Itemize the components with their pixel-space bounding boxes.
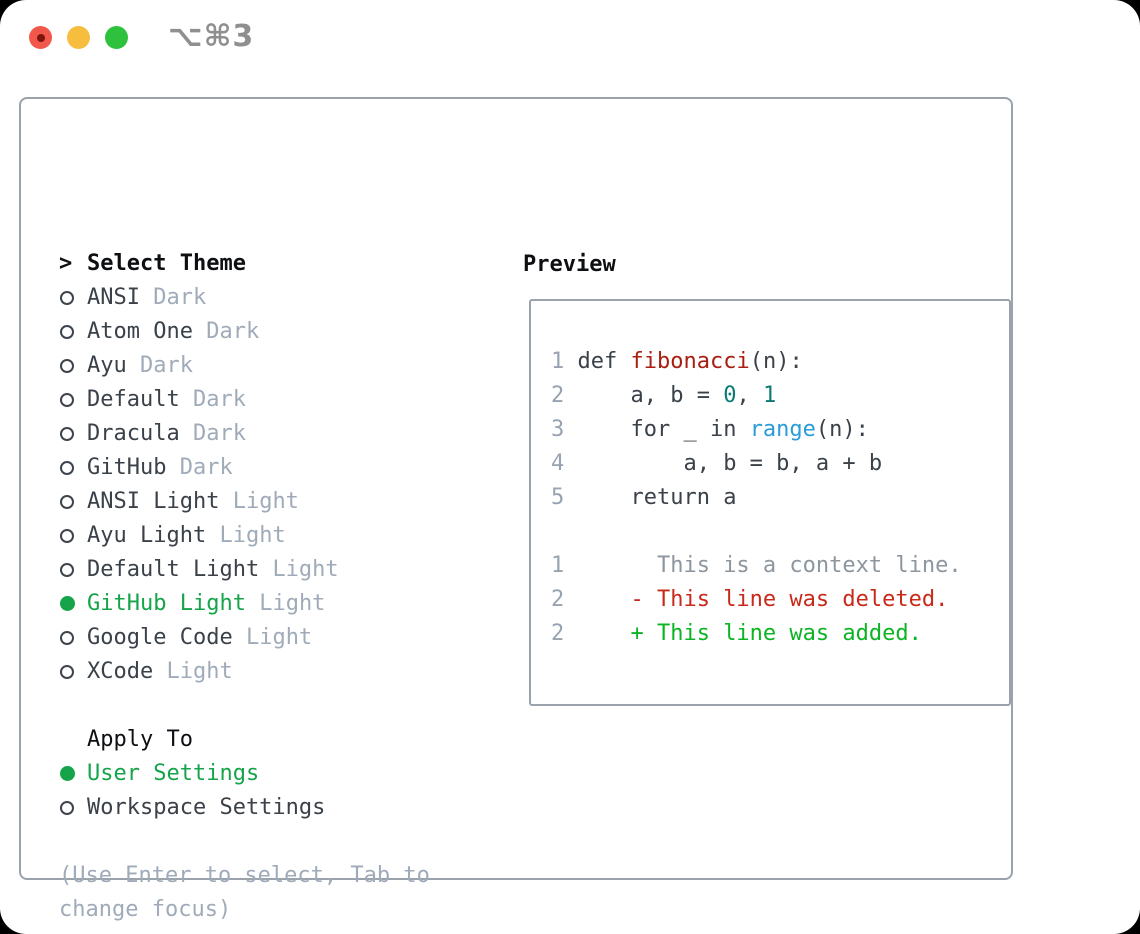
theme-name: GitHub Light (87, 591, 246, 616)
blank-line (551, 515, 1009, 549)
diff-context-line: 1 This is a context line. (551, 553, 962, 578)
code-line: 5 return a (551, 485, 737, 510)
theme-name: Google Code (87, 625, 233, 650)
radio-icon (59, 349, 87, 383)
theme-variant: Light (245, 625, 313, 650)
radio-icon (59, 655, 87, 689)
theme-picker-panel: > Select Theme ANSI Dark Atom One Dark A… (19, 97, 1013, 922)
theme-variant: Dark (192, 387, 246, 412)
radio-icon (59, 451, 87, 485)
select-theme-header: > Select Theme (59, 247, 509, 281)
radio-selected-icon (59, 587, 87, 621)
minimize-button[interactable] (67, 26, 90, 49)
theme-option-github-light[interactable]: GitHub Light Light (59, 587, 509, 621)
select-theme-label: Select Theme (87, 251, 246, 276)
apply-to-header: Apply To (59, 723, 509, 757)
preview-label: Preview (523, 252, 616, 277)
theme-name: ANSI Light (87, 489, 220, 514)
spacer (59, 825, 509, 859)
radio-icon (59, 791, 87, 825)
theme-variant: Dark (140, 353, 193, 378)
theme-option-default-light[interactable]: Default Light Light (59, 553, 509, 587)
code-line: 1 def fibonacci(n): (551, 349, 803, 374)
radio-icon (59, 621, 87, 655)
theme-list: > Select Theme ANSI Dark Atom One Dark A… (59, 247, 509, 927)
apply-option-user-settings[interactable]: User Settings (59, 757, 509, 791)
code-line: 3 for _ in range(n): (551, 417, 869, 442)
radio-icon (59, 553, 87, 587)
theme-name: Default (87, 387, 180, 412)
theme-variant: Light (259, 591, 326, 616)
traffic-lights (29, 26, 128, 49)
theme-name: Dracula (87, 421, 180, 446)
theme-option-github-dark[interactable]: GitHub Dark (59, 451, 509, 485)
window-title: ⌥⌘3 (168, 19, 255, 54)
theme-option-atom-one-dark[interactable]: Atom One Dark (59, 315, 509, 349)
theme-variant: Light (166, 659, 233, 684)
close-button-dot (36, 33, 45, 42)
theme-name: GitHub (87, 455, 167, 480)
marker-spacer (59, 723, 87, 757)
theme-name: Default Light (87, 557, 260, 582)
theme-variant: Dark (192, 421, 246, 446)
theme-name: Ayu Light (87, 523, 207, 548)
theme-option-ayu-light[interactable]: Ayu Light Light (59, 519, 509, 553)
theme-variant: Dark (153, 285, 207, 310)
apply-option-workspace-settings[interactable]: Workspace Settings (59, 791, 509, 825)
theme-variant: Dark (179, 455, 233, 480)
apply-to-label: Apply To (87, 727, 193, 752)
diff-added-line: 2 + This line was added. (551, 621, 922, 646)
zoom-button[interactable] (105, 26, 128, 49)
close-button[interactable] (29, 26, 52, 49)
theme-name: Ayu (87, 353, 127, 378)
theme-option-ansi-dark[interactable]: ANSI Dark (59, 281, 509, 315)
theme-name: ANSI (87, 285, 140, 310)
theme-variant: Light (232, 489, 299, 514)
theme-option-ansi-light[interactable]: ANSI Light Light (59, 485, 509, 519)
prompt-icon: > (59, 251, 73, 276)
apply-option-name: User Settings (87, 761, 260, 786)
theme-variant: Dark (206, 319, 260, 344)
code-line: 4 a, b = b, a + b (551, 451, 883, 476)
theme-name: Atom One (87, 319, 193, 344)
radio-icon (59, 383, 87, 417)
theme-variant: Light (219, 523, 286, 548)
theme-option-google-code-light[interactable]: Google Code Light (59, 621, 509, 655)
help-text-line-2: change focus) (59, 897, 232, 922)
radio-icon (59, 315, 87, 349)
theme-name: XCode (87, 659, 154, 684)
theme-option-default-dark[interactable]: Default Dark (59, 383, 509, 417)
radio-icon (59, 485, 87, 519)
code-line: 2 a, b = 0, 1 (551, 383, 777, 408)
theme-variant: Light (272, 557, 339, 582)
spacer (59, 689, 509, 723)
radio-icon (59, 281, 87, 315)
help-text-line-1: (Use Enter to select, Tab to (59, 863, 430, 888)
preview-pane: 1 def fibonacci(n): 2 a, b = 0, 1 3 for … (529, 299, 1011, 706)
radio-selected-icon (59, 757, 87, 791)
radio-icon (59, 417, 87, 451)
theme-option-xcode-light[interactable]: XCode Light (59, 655, 509, 689)
theme-option-dracula-dark[interactable]: Dracula Dark (59, 417, 509, 451)
apply-option-name: Workspace Settings (87, 795, 326, 820)
radio-icon (59, 519, 87, 553)
theme-option-ayu-dark[interactable]: Ayu Dark (59, 349, 509, 383)
diff-deleted-line: 2 - This line was deleted. (551, 587, 949, 612)
